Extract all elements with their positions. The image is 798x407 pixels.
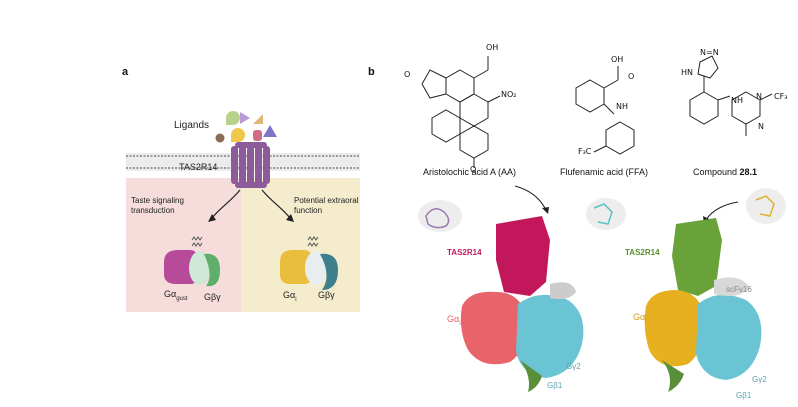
cryo-em-maps xyxy=(418,185,786,392)
c28-tetrazole: N=N xyxy=(700,48,719,57)
left-map xyxy=(460,216,584,392)
ffa-density-thumbnail xyxy=(586,198,626,230)
panel-b-label: b xyxy=(368,66,375,78)
structure-aristolochic-acid xyxy=(421,56,501,168)
panel-a-label: a xyxy=(122,66,129,78)
left-gbeta-label: Gβ1 xyxy=(547,381,563,390)
ffa-caption: Flufenamic acid (FFA) xyxy=(560,167,649,177)
receptor-tas2r14-shape xyxy=(231,142,270,188)
ligands-label: Ligands xyxy=(174,120,210,131)
c28-n2: N xyxy=(758,122,764,131)
aa-no2: NO₂ xyxy=(501,90,517,99)
left-galpha-label: Gαi xyxy=(447,314,461,327)
ffa-oh: OH xyxy=(611,55,624,64)
aa-caption: Aristolochic acid A (AA) xyxy=(423,167,517,177)
c28-hn: HN xyxy=(681,68,693,77)
structure-flufenamic-acid xyxy=(575,66,635,155)
c28-n1: N xyxy=(756,92,762,101)
c28-nh: NH xyxy=(731,96,743,105)
right-pathway-box xyxy=(241,178,360,312)
right-gbeta-label: Gβ1 xyxy=(736,391,752,400)
aa-o-ring: O xyxy=(404,70,411,79)
right-galpha-label: Gαi xyxy=(633,312,647,325)
scfv-label: scFv16 xyxy=(726,285,752,294)
receptor-label: TAS2R14 xyxy=(179,162,218,172)
compound-caption: Compound 28.1 xyxy=(693,167,758,177)
c28-cf3: CF₃ xyxy=(774,92,788,101)
g-protein-gust-shape xyxy=(164,236,220,287)
ffa-o: O xyxy=(628,72,635,81)
compound-density-thumbnail xyxy=(746,188,786,224)
gbg-right-label: Gβγ xyxy=(318,290,335,300)
right-ggamma-label: Gγ2 xyxy=(752,375,767,384)
compound-arrow xyxy=(705,201,739,221)
panel-a-diagram xyxy=(126,111,360,312)
ffa-nh: NH xyxy=(616,102,628,111)
aa-methoxy: O xyxy=(470,165,477,174)
left-ggamma-label: Gγ2 xyxy=(566,362,581,371)
chemical-structures xyxy=(421,55,773,168)
arrow-right xyxy=(261,189,291,219)
right-receptor-label: TAS2R14 xyxy=(625,248,660,257)
galpha-i-label: Gαi xyxy=(283,290,297,303)
aa-density-thumbnail xyxy=(418,200,462,232)
galpha-gust-label: Gαgust xyxy=(164,289,188,302)
gbg-left-label: Gβγ xyxy=(204,292,221,302)
structure-compound-28-1 xyxy=(689,55,773,136)
left-pathway-box xyxy=(126,178,241,312)
right-pathway-title: Potential extraoral function xyxy=(294,196,359,215)
ligand-shapes xyxy=(215,111,277,143)
g-protein-gi-shape xyxy=(280,236,338,290)
left-pathway-title: Taste signaling transduction xyxy=(131,196,184,215)
right-map xyxy=(644,218,762,392)
aa-oh: OH xyxy=(486,43,499,52)
aa-arrow xyxy=(514,185,547,211)
arrow-left xyxy=(211,189,241,219)
left-receptor-label: TAS2R14 xyxy=(447,248,482,257)
ffa-cf3: F₃C xyxy=(578,147,592,156)
